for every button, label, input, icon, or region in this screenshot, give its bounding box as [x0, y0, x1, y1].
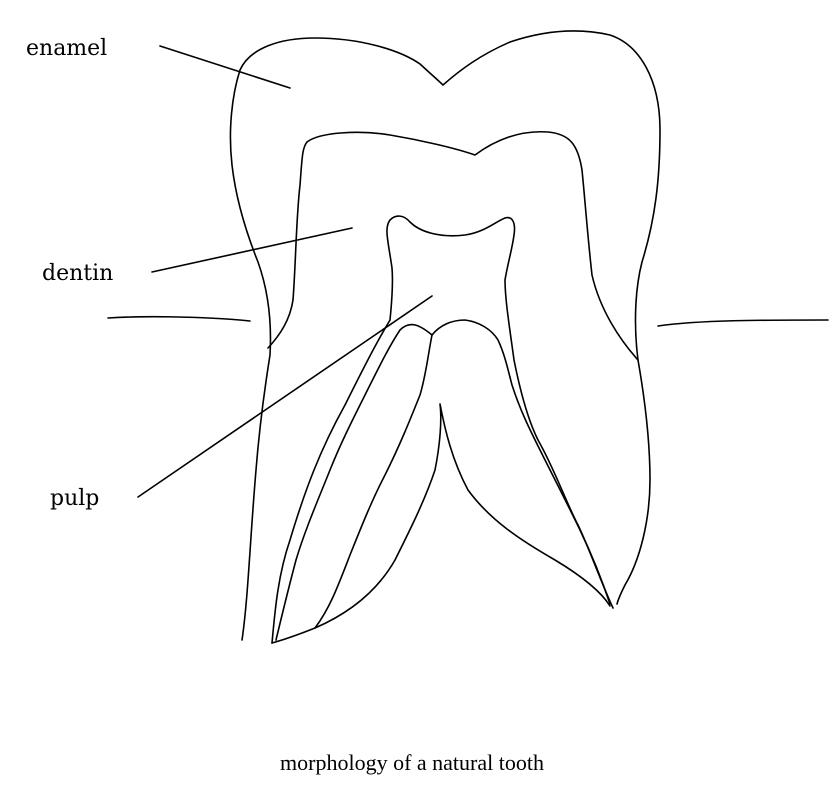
enamel-leader-line: [160, 46, 290, 88]
pulp-label: pulp: [50, 486, 99, 511]
dentin-label: dentin: [42, 261, 113, 286]
right-root-canal: [432, 320, 610, 604]
dentin-outline: [268, 132, 638, 360]
dentin-leader-line: [152, 228, 352, 272]
gum-line-right: [658, 320, 828, 326]
enamel-outline: [230, 31, 660, 640]
pulp-leader-line: [138, 296, 432, 497]
diagram-caption: morphology of a natural tooth: [280, 750, 544, 775]
gum-line-left: [108, 317, 250, 321]
enamel-label: enamel: [26, 36, 107, 61]
left-root-canal: [272, 325, 432, 643]
pulp-outline: [272, 216, 613, 643]
furcation: [315, 404, 610, 628]
